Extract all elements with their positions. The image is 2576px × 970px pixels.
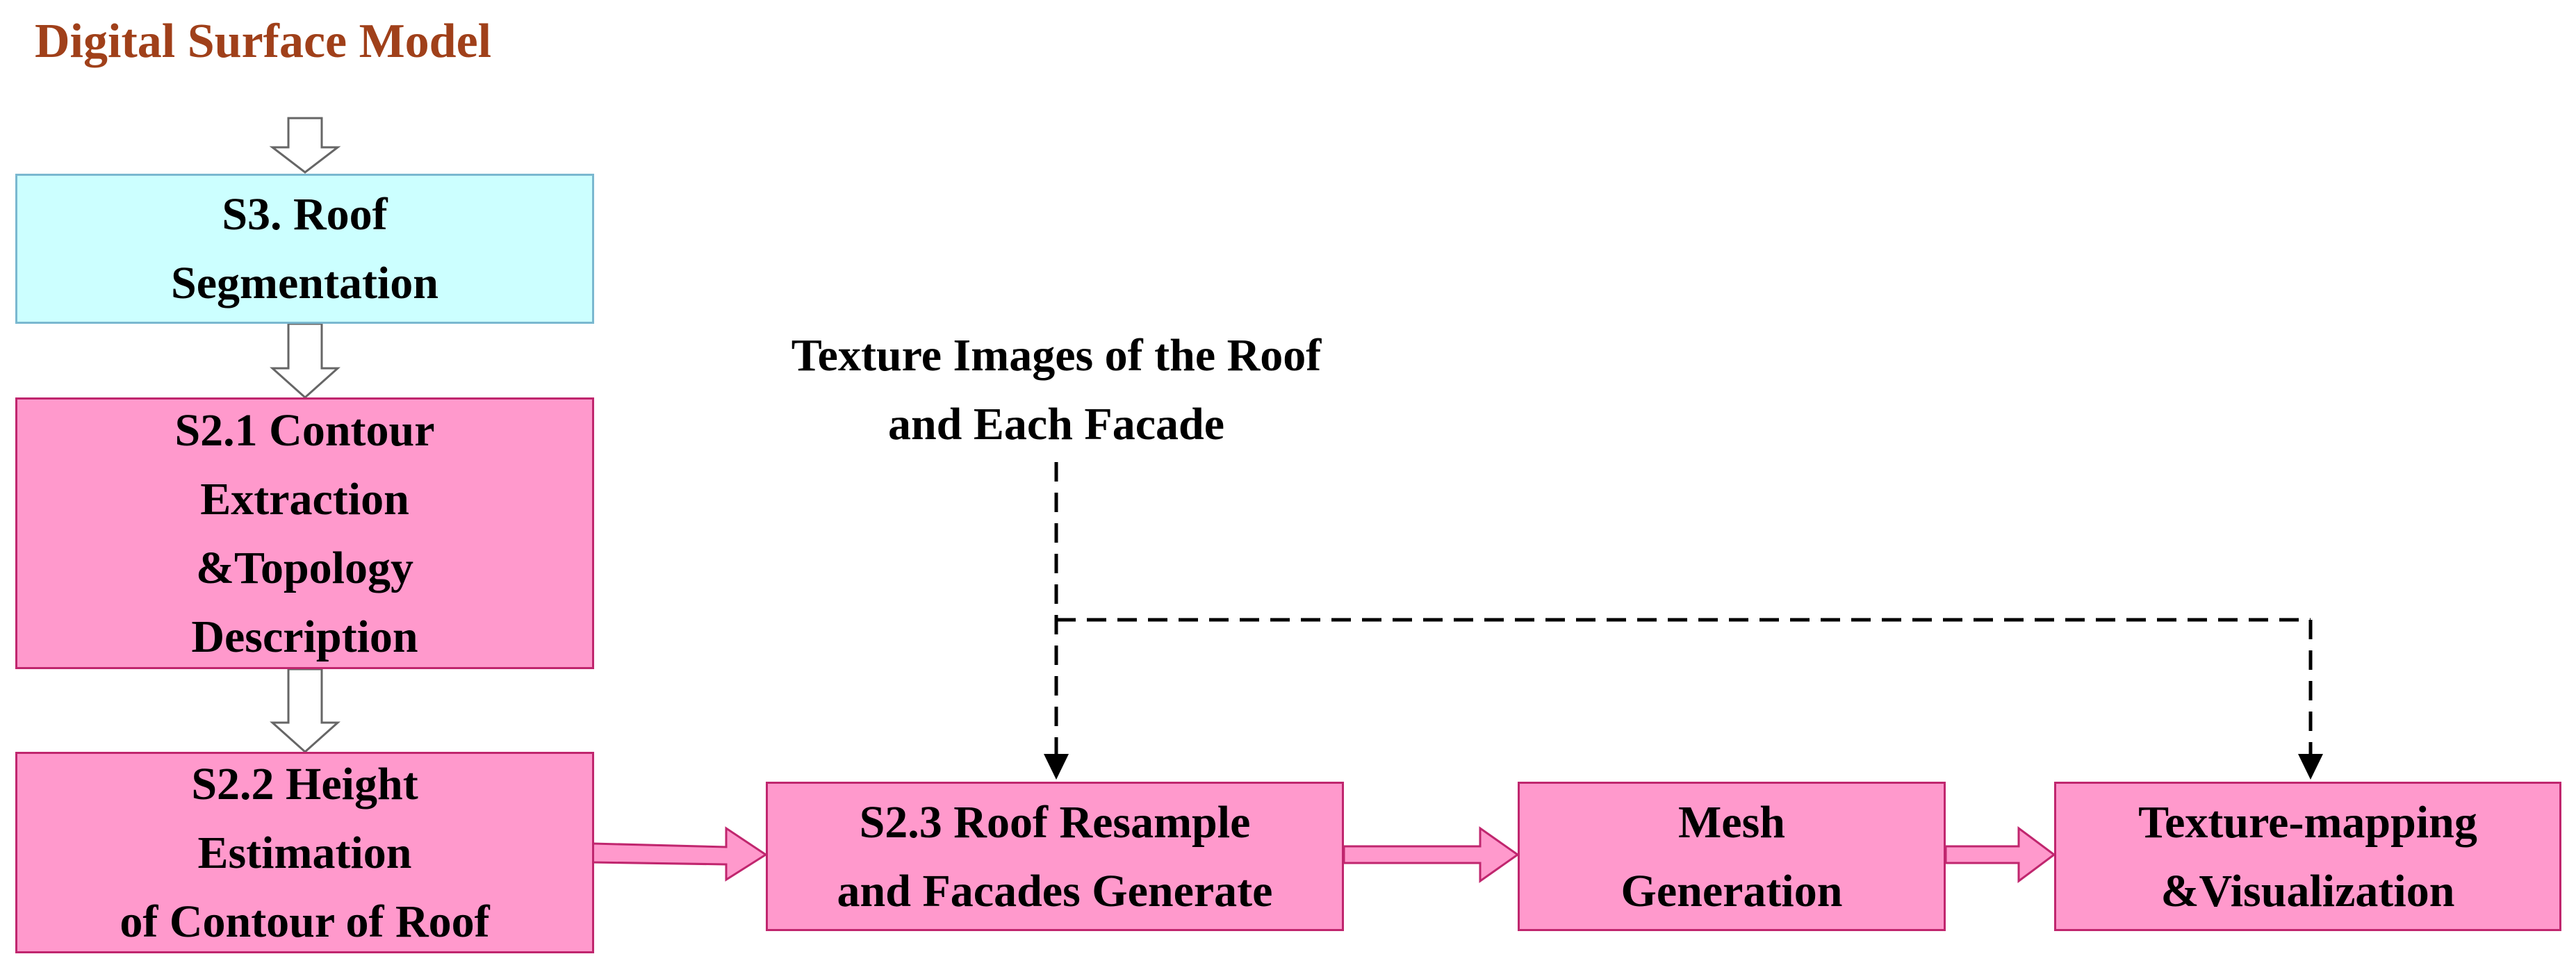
hollow-arrow-s3-to-s21 [270, 322, 341, 400]
texture-images-label-line-2: and Each Facade [887, 399, 1225, 450]
box-texture-line-2: &Visualization [2160, 865, 2455, 916]
texture-images-label: Texture Images of the Roof and Each Faca… [709, 321, 1404, 459]
box-texture-mapping: Texture-mapping &Visualization [2054, 782, 2561, 931]
box-mesh-line-1: Mesh [1678, 796, 1785, 848]
box-s23-line-1: S2.3 Roof Resample [859, 796, 1251, 848]
dashed-arrowhead-to-s23 [1044, 754, 1069, 780]
box-s21-line-4: Description [191, 611, 418, 662]
arrow-s22-to-s23 [591, 826, 768, 882]
box-s22-line-3: of Contour of Roof [120, 896, 490, 947]
diagram-title: Digital Surface Model [35, 15, 492, 68]
box-s21-line-2: Extraction [200, 473, 409, 525]
box-s3-roof-segmentation: S3. Roof Segmentation [15, 174, 594, 324]
box-s23-roof-resample: S2.3 Roof Resample and Facades Generate [766, 782, 1344, 931]
box-s21-contour-extraction: S2.1 Contour Extraction &Topology Descri… [15, 397, 594, 669]
box-s3-line-2: Segmentation [171, 258, 438, 309]
box-mesh-generation: Mesh Generation [1518, 782, 1946, 931]
box-s22-line-1: S2.2 Height [191, 758, 418, 809]
box-s23-line-2: and Facades Generate [837, 865, 1273, 916]
box-s21-line-1: S2.1 Contour [174, 404, 435, 456]
box-s22-height-estimation: S2.2 Height Estimation of Contour of Roo… [15, 752, 594, 953]
arrow-s23-to-mesh [1343, 826, 1520, 883]
dashed-arrowhead-to-texture [2298, 754, 2323, 780]
box-texture-line-1: Texture-mapping [2138, 796, 2477, 848]
hollow-arrow-s21-to-s22 [270, 668, 341, 754]
hollow-arrow-title-to-s3 [269, 117, 341, 174]
box-s22-line-2: Estimation [197, 827, 412, 878]
arrow-mesh-to-texture [1944, 826, 2056, 883]
texture-images-label-line-1: Texture Images of the Roof [791, 330, 1322, 381]
box-mesh-line-2: Generation [1621, 865, 1843, 916]
box-s3-line-1: S3. Roof [222, 189, 388, 240]
box-s21-line-3: &Topology [196, 542, 413, 593]
